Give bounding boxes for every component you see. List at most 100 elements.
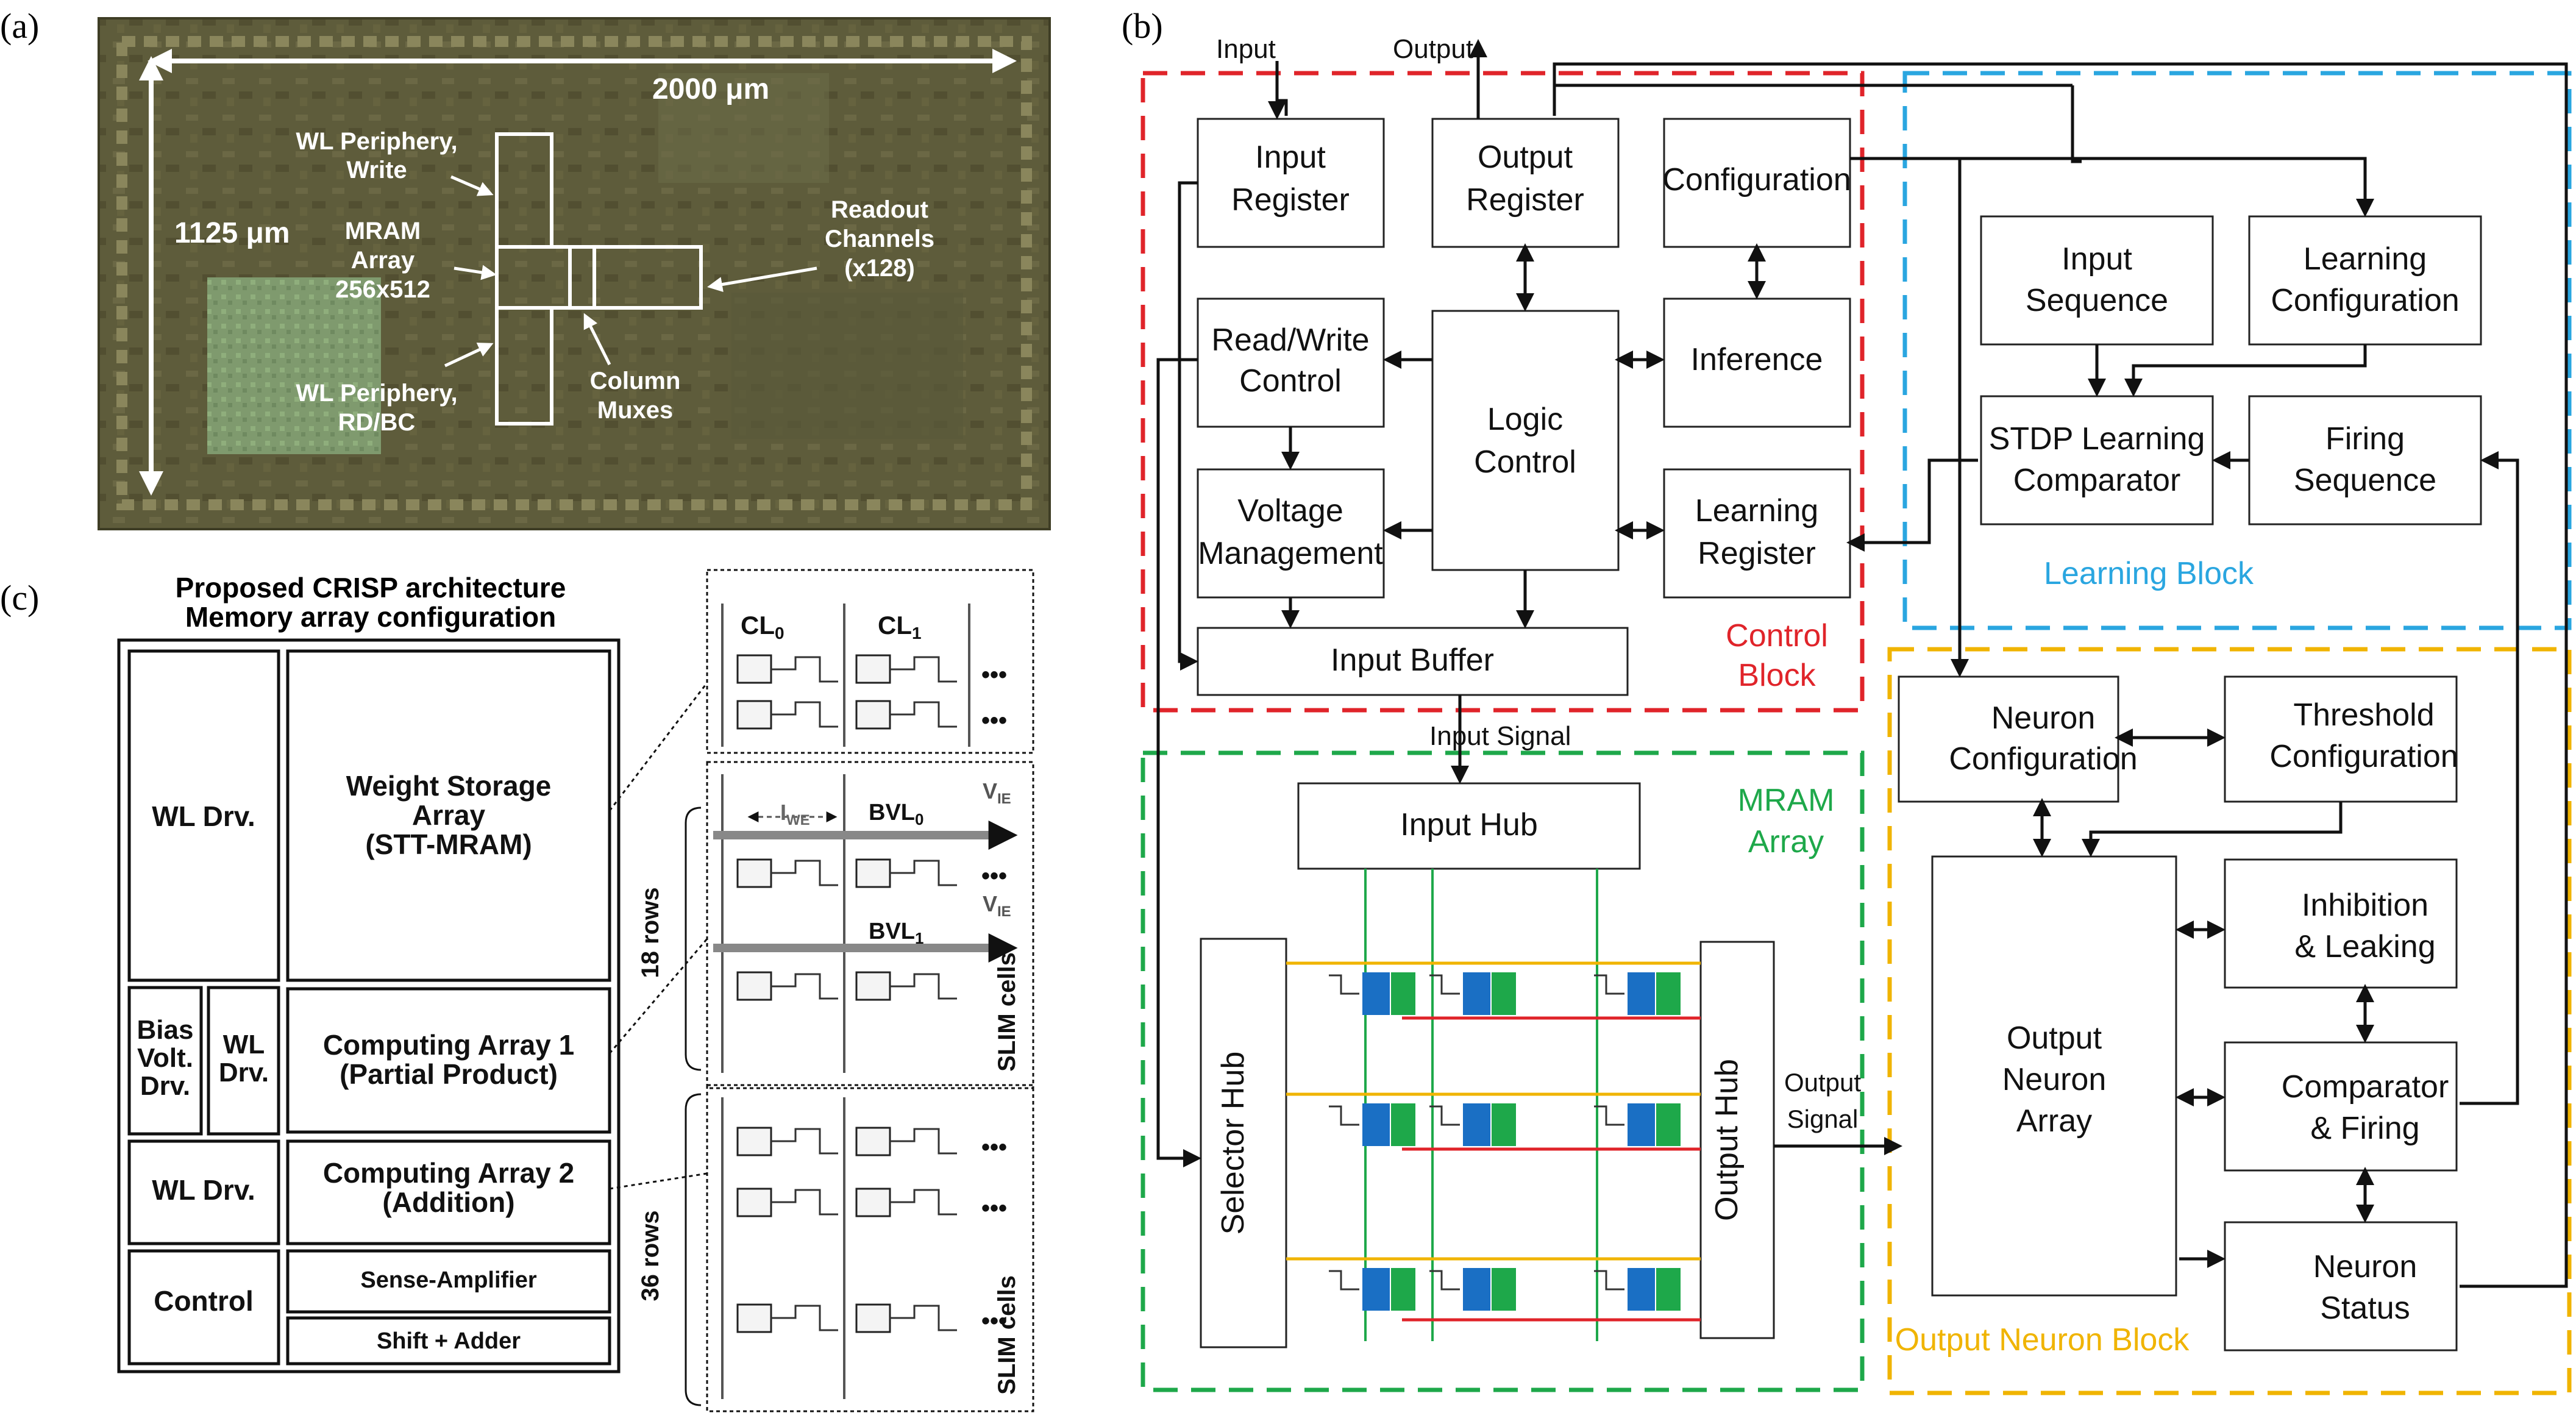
weight-storage-1: Weight Storage [346,770,552,802]
learning-config-1: Learning [2304,241,2427,277]
crisp-title-1: Proposed CRISP architecture [176,572,566,604]
neuron-status-1: Neuron [2313,1249,2418,1284]
wl-drv-small-1: WL [223,1030,265,1060]
learning-config-2: Configuration [2271,283,2459,318]
learning-block [1980,215,2482,525]
bvl0-label: BVL0 [869,800,923,828]
neuron-config-2: Configuration [1949,741,2137,777]
input-sequence-1: Input [2062,241,2132,277]
chip-micrograph [98,17,1051,530]
output-label: Output [1393,34,1473,64]
slim-cells-top: SLIM cells [994,952,1020,1072]
voltage-management-1: Voltage [1237,493,1343,529]
mram-array-label-3: 256x512 [335,276,430,303]
readout-label-2: Channels [825,226,934,252]
output-neuron-array-2: Neuron [2002,1062,2107,1097]
wl-rd-label-2: RD/BC [338,409,416,436]
height-label: 1125 μm [174,217,290,249]
neuron-config-1: Neuron [1991,700,2096,736]
dots-3: ••• [981,863,1007,889]
output-signal-1: Output [1784,1068,1861,1097]
control-block [1197,118,1851,696]
sense-amp-label: Sense-Amplifier [360,1267,537,1293]
input-register-2: Register [1231,182,1350,218]
weight-storage-3: (STT-MRAM) [365,828,532,860]
output-neuron-array-3: Array [2016,1103,2092,1139]
input-buffer-label: Input Buffer [1331,643,1494,678]
width-label: 2000 μm [652,73,769,105]
input-hub-label: Input Hub [1400,807,1538,842]
input-label: Input [1216,34,1276,64]
learning-register-1: Learning [1695,493,1818,529]
output-neuron-block-label: Output Neuron Block [1895,1322,2190,1358]
cl1-label: CL1 [878,611,922,643]
wl-write-label-2: Write [346,157,407,183]
panel-c-tag: (c) [0,578,39,618]
output-neuron-frame [1887,647,2572,1395]
configuration-label: Configuration [1662,162,1851,198]
inhibition-1: Inhibition [2302,888,2428,923]
column-muxes-label-2: Muxes [597,397,674,424]
rows36-label: 36 rows [637,1211,664,1302]
threshold-config-2: Configuration [2269,739,2458,774]
logic-control-1: Logic [1487,402,1563,437]
shift-adder-label: Shift + Adder [377,1328,521,1354]
panel-b-tag: (b) [1122,6,1163,46]
panel-a-tag: (a) [0,6,39,46]
wl-write-label-1: WL Periphery, [296,128,457,155]
learning-register-2: Register [1698,536,1816,571]
neuron-status-2: Status [2320,1291,2410,1326]
mram-array-block [1200,782,1775,1348]
bias-3: Drv. [140,1071,190,1101]
selector-hub-label: Selector Hub [1215,1052,1251,1235]
bvl1-label: BVL1 [869,919,923,947]
rw-control-1: Read/Write [1211,322,1369,358]
slim-schematic [685,569,1034,1412]
mram-array-label-1b: MRAM [1738,783,1835,818]
dots-4: ••• [981,1134,1007,1161]
dots-6: ••• [981,1308,1007,1334]
readout-label-3: (x128) [844,255,915,282]
computing2-2: (Addition) [382,1186,514,1218]
bias-2: Volt. [137,1043,193,1073]
crisp-architecture [117,638,621,1373]
crisp-title-2: Memory array configuration [185,601,556,633]
voltage-management-2: Management [1198,536,1383,571]
firing-sequence-1: Firing [2325,421,2405,457]
cl0-label: CL0 [741,611,785,643]
computing2-1: Computing Array 2 [323,1157,574,1189]
threshold-config-1: Threshold [2293,697,2434,733]
column-muxes-label-1: Column [590,368,681,394]
control-block-frame [1140,71,1865,713]
output-register-1: Output [1478,140,1573,175]
panel-b-connectors [1156,39,2568,1288]
mram-array-label-1: MRAM [345,218,421,244]
bias-1: Bias [137,1015,194,1045]
inhibition-2: & Leaking [2294,929,2435,964]
output-neuron-block [1898,675,2458,1352]
computing1-1: Computing Array 1 [323,1029,574,1061]
stdp-2: Comparator [2013,463,2181,498]
input-register-1: Input [1255,140,1326,175]
control-block-label-2: Block [1738,658,1816,693]
iwe-label: IWE [780,800,810,828]
slim-cells-bottom: SLIM cells [994,1275,1020,1395]
mram-array-label-2b: Array [1748,824,1824,860]
control-label: Control [154,1285,254,1317]
computing1-2: (Partial Product) [340,1058,558,1090]
dots-1: ••• [981,661,1007,688]
vie-label-1: VIE [983,778,1011,807]
output-hub-label: Output Hub [1709,1059,1745,1221]
rows18-label: 18 rows [637,888,664,978]
input-sequence-2: Sequence [2026,283,2168,318]
input-signal-label: Input Signal [1429,721,1571,751]
comparator-firing-1: Comparator [2282,1069,2449,1105]
output-neuron-array-1: Output [2007,1020,2102,1056]
learning-block-label: Learning Block [2044,556,2254,591]
dots-5: ••• [981,1195,1007,1222]
output-signal-2: Signal [1787,1105,1859,1133]
dots-2: ••• [981,707,1007,734]
readout-label-1: Readout [831,196,928,223]
stdp-1: STDP Learning [1989,421,2205,457]
